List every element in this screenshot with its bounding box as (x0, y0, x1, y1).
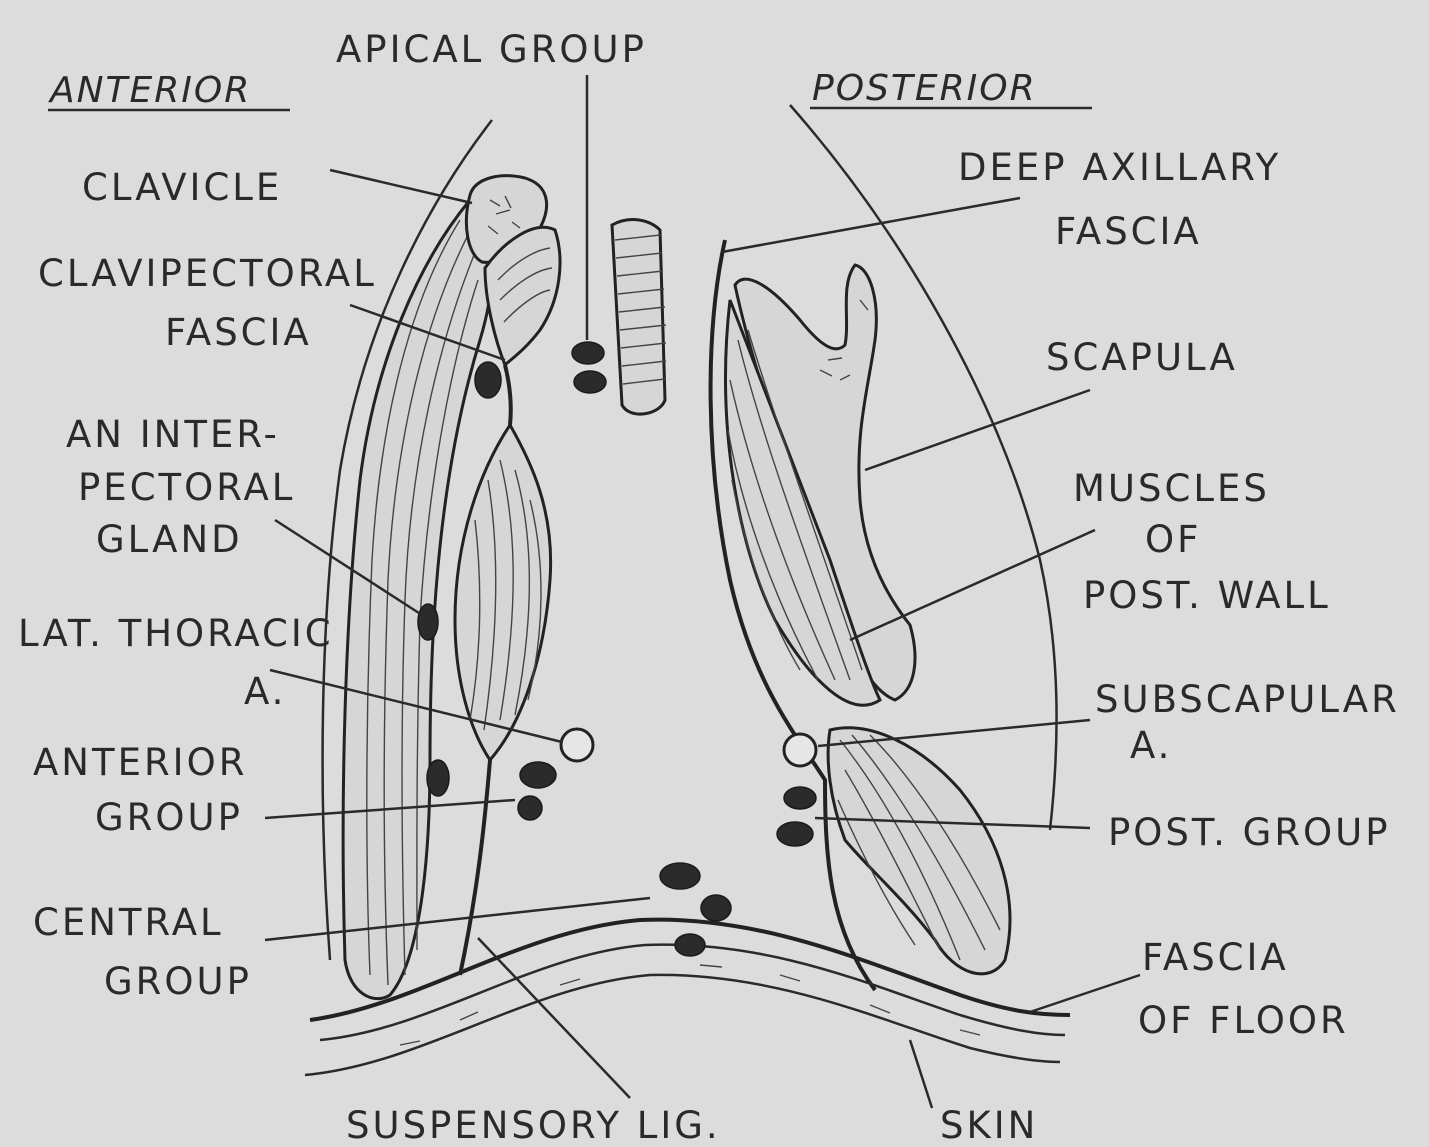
label-scapula: SCAPULA (1046, 336, 1238, 379)
posterior-group-node (777, 822, 813, 846)
apical-node (574, 371, 606, 393)
label-clavipectoral: CLAVIPECTORAL (38, 252, 377, 295)
anterior-group-node (520, 762, 556, 788)
label-fascia-floor-2: OF FLOOR (1138, 999, 1349, 1042)
label-central-group-1: CENTRAL (33, 901, 224, 944)
label-subscapular-1: SUBSCAPULAR (1095, 678, 1400, 721)
label-apical-group: APICAL GROUP (336, 28, 647, 71)
clavipectoral-fascia (505, 365, 511, 425)
central-group-node (675, 934, 705, 956)
central-group-node (660, 863, 700, 889)
label-interpectoral-1: AN INTER- (66, 413, 280, 456)
anterior-group-node (518, 796, 542, 820)
teres-latissimus-muscle (828, 728, 1010, 974)
label-deep-axillary-2: FASCIA (1055, 210, 1202, 253)
suspensory-ligament (460, 760, 490, 975)
label-clavicle: CLAVICLE (82, 166, 282, 209)
heading-anterior: ANTERIOR (48, 70, 251, 111)
label-clavipectoral-fascia: FASCIA (165, 311, 312, 354)
leader-central-group (265, 898, 650, 940)
label-deep-axillary-1: DEEP AXILLARY (958, 146, 1281, 189)
label-fascia-floor-1: FASCIA (1142, 936, 1289, 979)
label-anterior-group-1: ANTERIOR (33, 741, 247, 784)
label-interpectoral-2: PECTORAL (78, 466, 295, 509)
label-muscles-3: POST. WALL (1083, 574, 1331, 617)
label-lat-thoracic-a: A. (244, 670, 286, 713)
apical-node (572, 342, 604, 364)
label-suspensory: SUSPENSORY LIG. (346, 1104, 721, 1147)
anterior-group-node (427, 760, 449, 796)
interpectoral-gland-node (418, 604, 438, 640)
label-subscapular-2: A. (1130, 724, 1172, 767)
leader-clavicle (330, 170, 472, 203)
label-skin: SKIN (940, 1104, 1038, 1147)
axillary-vessel-bundle (612, 220, 665, 415)
label-interpectoral-3: GLAND (96, 518, 243, 561)
label-anterior-group-2: GROUP (95, 796, 243, 839)
heading-posterior: POSTERIOR (812, 68, 1037, 109)
label-muscles-2: OF (1145, 518, 1201, 561)
leader-skin (910, 1040, 932, 1108)
posterior-group-node (784, 787, 816, 809)
label-post-group: POST. GROUP (1108, 811, 1391, 854)
label-muscles-1: MUSCLES (1073, 467, 1270, 510)
lateral-thoracic-artery (561, 729, 593, 761)
leader-scapula (865, 390, 1090, 470)
label-central-group-2: GROUP (104, 960, 252, 1003)
leader-muscles (850, 530, 1095, 640)
leader-suspensory (478, 938, 630, 1098)
label-lat-thoracic: LAT. THORACIC (18, 612, 334, 655)
leader-fascia-floor (1030, 975, 1140, 1012)
clavipectoral-node (475, 362, 501, 398)
central-group-node (701, 895, 731, 921)
subscapular-artery (784, 734, 816, 766)
